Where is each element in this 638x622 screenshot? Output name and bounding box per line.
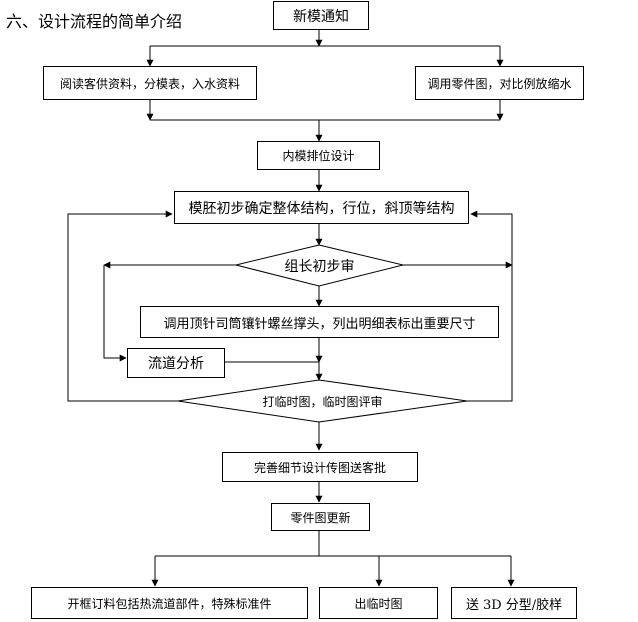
connector-left-to-flow <box>103 265 127 362</box>
node-temp-drawing-review: 打临时图，临时图评审 <box>262 394 383 409</box>
node-part-drawing-update: 零件图更新 <box>271 503 370 531</box>
node-standard-parts: 调用顶针司筒镶针螺丝撑头，列出明细表标出重要尺寸 <box>140 306 499 338</box>
node-leader-review: 组长初步审 <box>284 258 355 275</box>
page-title: 六、设计流程的简单介绍 <box>6 12 183 31</box>
node-call-part-drawing: 调用零件图，对比例放缩水 <box>415 66 584 100</box>
node-send-3d: 送 3D 分型/胶样 <box>451 587 577 619</box>
node-read-customer-data: 阅读客供资料，分模表，入水资料 <box>43 66 257 100</box>
temp-review-diamond <box>177 379 468 423</box>
connector-loop-left <box>67 210 178 402</box>
node-mold-structure: 模胚初步确定整体结构，行位，斜顶等结构 <box>174 191 469 224</box>
node-flow-analysis: 流道分析 <box>127 348 225 378</box>
leader-review-diamond <box>235 244 404 287</box>
node-temp-drawing: 出临时图 <box>319 587 438 619</box>
node-finalize-design: 完善细节设计传图送客批 <box>222 452 418 482</box>
node-order-material: 开框订料包括热流道部件，特殊标准件 <box>31 587 308 619</box>
node-layout-design: 内模排位设计 <box>257 141 380 170</box>
connector-loop-right <box>467 210 513 402</box>
node-new-mold-notice: 新模通知 <box>273 1 369 30</box>
